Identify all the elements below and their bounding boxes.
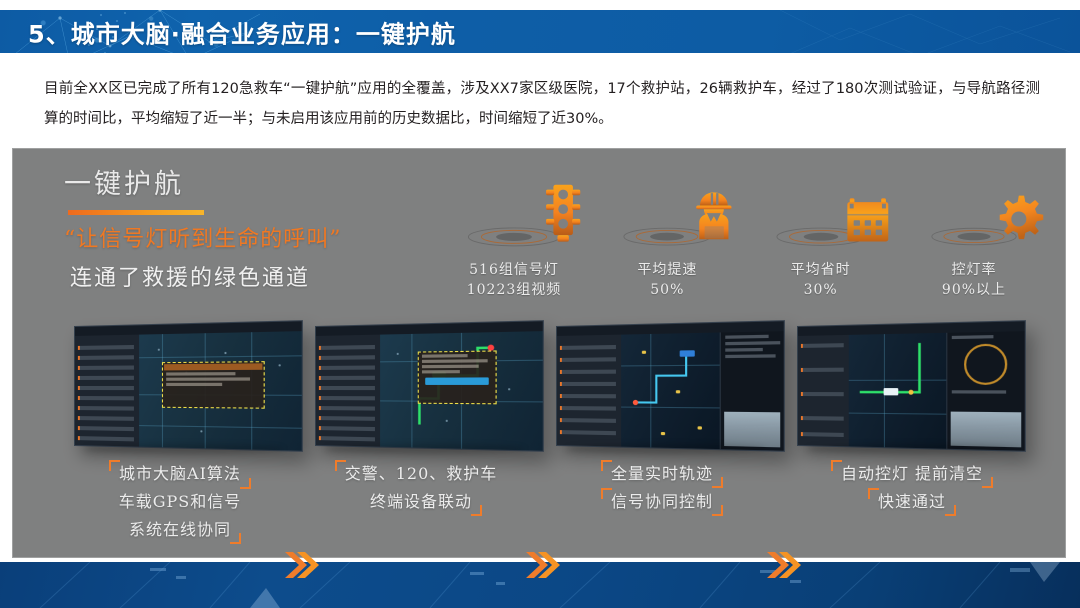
caption-block-2: 交警、120、救护车 终端设备联动 [315, 460, 527, 516]
screenshot-trajectory[interactable] [556, 320, 785, 452]
route-path-green-2 [849, 333, 948, 449]
content-panel: 一键护航 “让信号灯听到生命的呼叫” 连通了救援的绿色通道 [12, 148, 1066, 578]
screenshot-signal-control[interactable] [797, 320, 1026, 452]
ripple-ellipse [931, 227, 1017, 246]
chevron-right-icon [526, 552, 560, 578]
stat-label-timesave: 平均省时 30% [751, 260, 891, 300]
stat-line-1: 516组信号灯 [469, 262, 559, 278]
caption-line: 全量实时轨迹 [610, 464, 713, 483]
stat-item-control: 控灯率 90%以上 [904, 166, 1044, 300]
stats-row: 516组信号灯 10223组视频 [444, 166, 1044, 300]
shot-side-pane [946, 331, 1025, 451]
stat-label-control: 控灯率 90%以上 [904, 260, 1044, 300]
stat-item-signals: 516组信号灯 10223组视频 [444, 166, 584, 300]
caption-line: 快速通过 [877, 492, 946, 511]
screenshot-row [12, 320, 1066, 578]
worker-icon [597, 166, 737, 252]
gear-icon [904, 166, 1044, 252]
stat-line-2: 10223组视频 [466, 282, 562, 298]
shot-side-pane [719, 331, 784, 451]
shot-sidebar [74, 334, 140, 447]
shot-map [848, 332, 948, 449]
caption-line: 系统在线协同 [128, 520, 231, 539]
shot-sidebar [797, 334, 850, 447]
intro-paragraph: 目前全XX区已完成了所有120急救车“一键护航”应用的全覆盖，涉及XX7家区级医… [44, 81, 1040, 127]
header-mesh-graphic-right [779, 10, 1071, 53]
shot-detail-popup [417, 350, 497, 405]
shot-sidebar [556, 334, 622, 447]
caption-line: 交警、120、救护车 [344, 464, 498, 483]
calendar-icon [751, 166, 891, 252]
camera-snapshot [950, 411, 1022, 448]
chevron-right-icon [767, 552, 801, 578]
caption-block-3: 全量实时轨迹 信号协同控制 [556, 460, 768, 516]
caption-row: 城市大脑AI算法 车载GPS和信号 系统在线协同 交警、120、救护车 终端设备… [12, 460, 1066, 550]
footer-streak-graphic [39, 562, 1060, 608]
caption-block-1: 城市大脑AI算法 车载GPS和信号 系统在线协同 [74, 460, 286, 544]
stat-line-1: 平均提速 [637, 262, 698, 278]
caption-line: 信号协同控制 [610, 492, 713, 511]
header-mesh-graphic [15, 10, 261, 53]
route-path-blue [621, 350, 695, 449]
caption-line: 城市大脑AI算法 [119, 464, 241, 483]
page-title: 5、城市大脑·融合业务应用：一键护航 [28, 20, 456, 48]
stat-line-2: 30% [803, 282, 838, 298]
chevron-right-icon [285, 552, 319, 578]
stat-line-1: 控灯率 [951, 262, 997, 278]
hero-subtitle: 连通了救援的绿色通道 [70, 266, 311, 291]
shot-alert-popup [161, 361, 265, 409]
hero-block: 一键护航 “让信号灯听到生命的呼叫” 连通了救援的绿色通道 [64, 162, 342, 292]
caption-line: 自动控灯 提前清空 [840, 464, 984, 483]
screenshot-dispatch[interactable] [74, 320, 303, 452]
stat-line-2: 50% [650, 282, 685, 298]
stat-item-speed: 平均提速 50% [597, 166, 737, 300]
caption-line: 终端设备联动 [369, 492, 472, 511]
stat-item-timesave: 平均省时 30% [751, 166, 891, 300]
caption-line: 车载GPS和信号 [118, 492, 242, 511]
camera-snapshot [724, 411, 781, 448]
stat-label-signals: 516组信号灯 10223组视频 [444, 260, 584, 300]
ripple-ellipse [623, 227, 711, 246]
hero-divider [68, 210, 204, 215]
screenshot-route-green[interactable] [315, 320, 544, 452]
stat-line-2: 90%以上 [941, 282, 1007, 298]
hero-title: 一键护航 [64, 169, 184, 200]
traffic-light-icon [444, 166, 584, 252]
stat-line-1: 平均省时 [790, 262, 851, 278]
shot-map [620, 332, 721, 450]
hero-quote: “让信号灯听到生命的呼叫” [64, 227, 342, 252]
header-band: 5、城市大脑·融合业务应用：一键护航 [0, 10, 1080, 53]
stat-label-speed: 平均提速 50% [597, 260, 737, 300]
shot-sidebar [315, 334, 381, 447]
caption-block-4: 自动控灯 提前清空 快速通过 [787, 460, 1037, 516]
